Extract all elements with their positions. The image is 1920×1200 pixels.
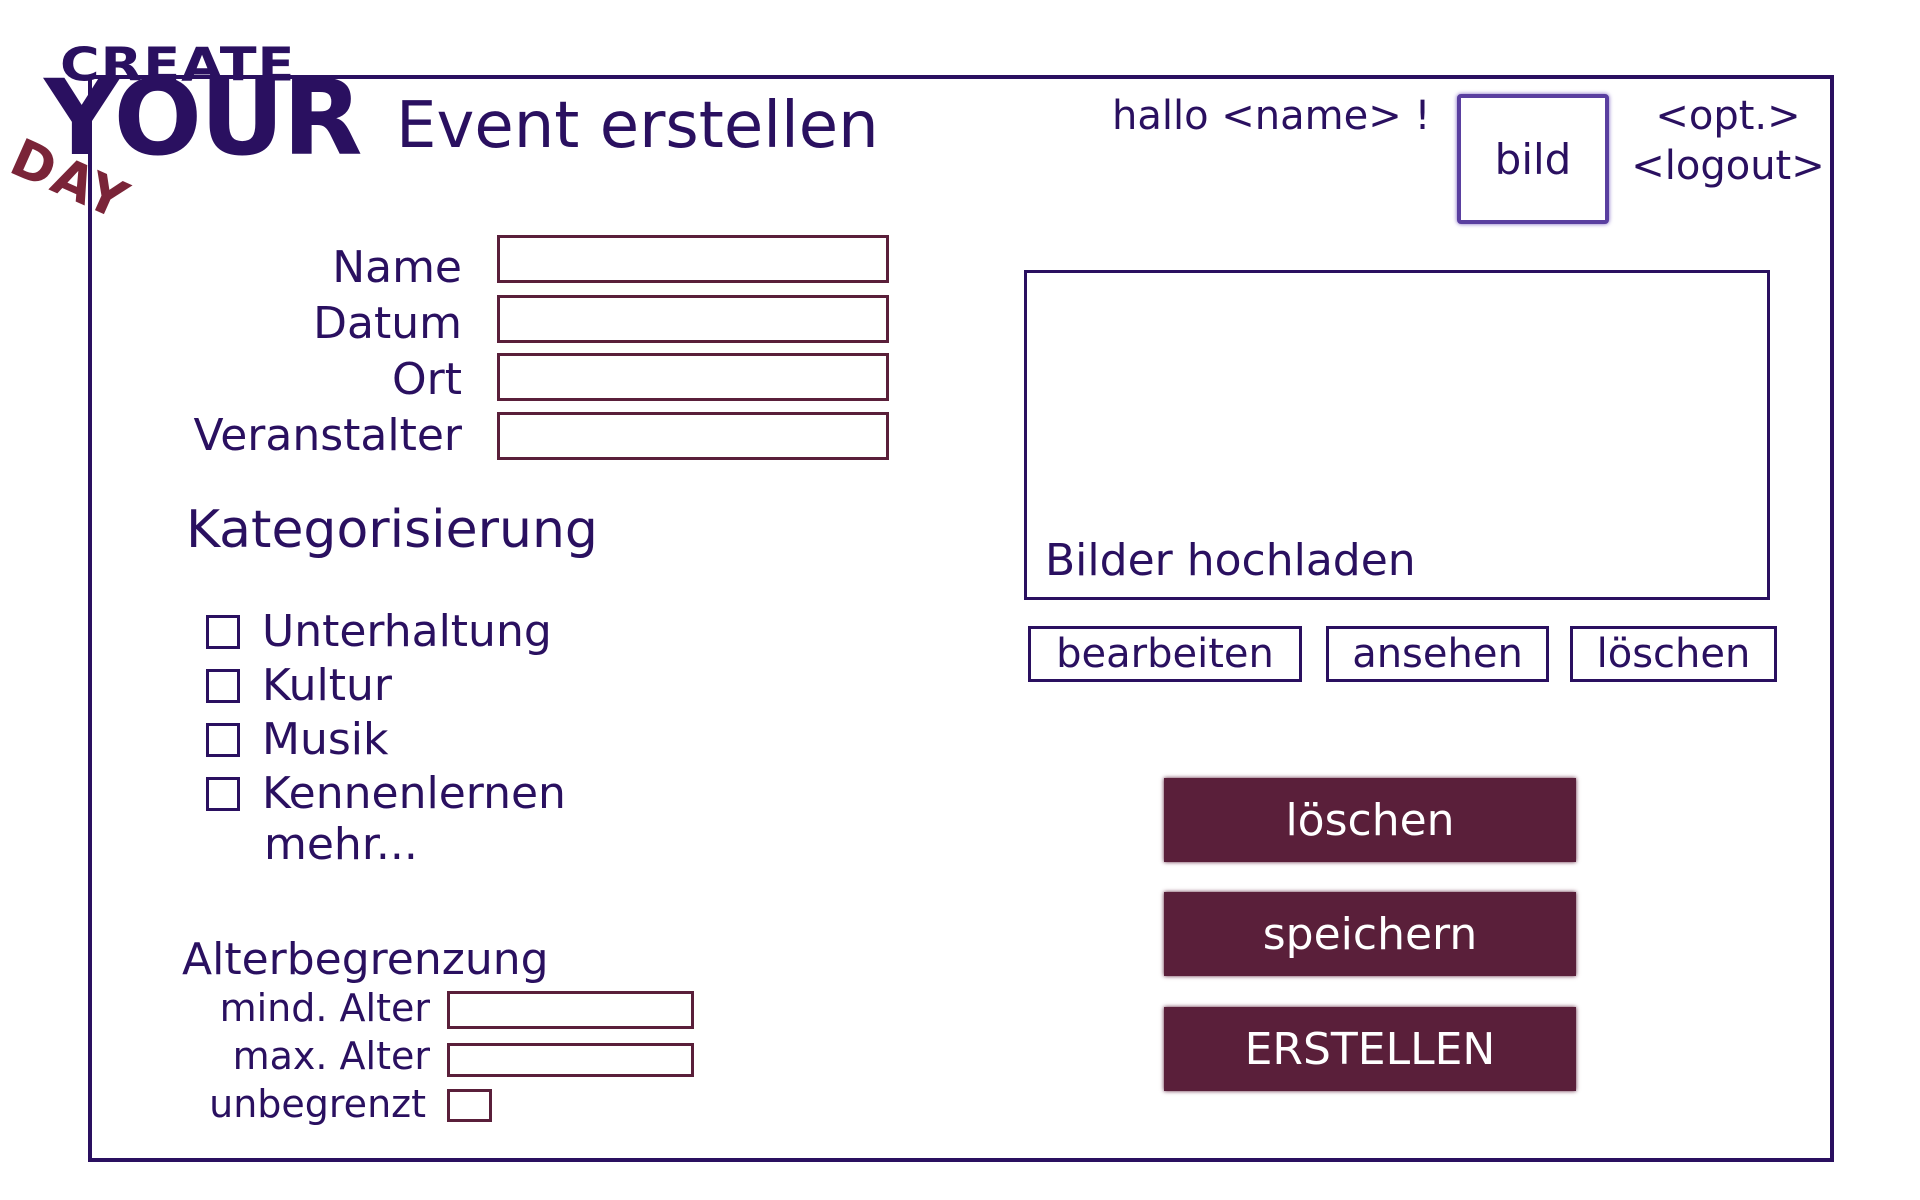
min-age-field[interactable] [447,991,694,1029]
categories-title: Kategorisierung [186,500,598,560]
logo-backdrop [104,98,414,238]
name-label: Name [332,242,462,293]
max-age-field[interactable] [447,1043,694,1077]
veranstalter-label: Veranstalter [193,410,462,461]
min-age-label: mind. Alter [219,986,430,1030]
datum-field[interactable] [497,295,889,343]
create-event-button[interactable]: ERSTELLEN [1164,1007,1576,1091]
save-event-button[interactable]: speichern [1164,892,1576,976]
edit-image-button[interactable]: bearbeiten [1028,626,1302,682]
more-categories-link[interactable]: mehr... [264,819,418,870]
image-upload-area[interactable]: Bilder hochladen [1024,270,1770,600]
category-label: Unterhaltung [262,606,552,657]
category-item-kennenlernen[interactable]: Kennenlernen [206,770,566,818]
name-field[interactable] [497,235,889,283]
save-event-label: speichern [1262,908,1478,960]
edit-image-label: bearbeiten [1056,631,1274,677]
checkbox[interactable] [206,723,240,757]
view-image-button[interactable]: ansehen [1326,626,1549,682]
delete-event-label: löschen [1285,794,1455,846]
age-limit-title: Alterbegrenzung [182,934,549,985]
checkbox[interactable] [206,777,240,811]
delete-image-label: löschen [1596,631,1751,677]
category-item-unterhaltung[interactable]: Unterhaltung [206,608,552,656]
veranstalter-field[interactable] [497,412,889,460]
ort-label: Ort [392,354,462,405]
user-greeting: hallo <name> ! [1112,93,1431,139]
logo-your-text: YOUR [44,57,363,179]
page-title: Event erstellen [396,89,879,163]
checkbox[interactable] [206,615,240,649]
create-event-label: ERSTELLEN [1244,1023,1496,1075]
avatar[interactable]: bild [1457,94,1609,224]
create-your-day-logo[interactable]: CREATE YOUR DAY [2,38,414,238]
category-item-musik[interactable]: Musik [206,716,388,764]
view-image-label: ansehen [1352,631,1523,677]
main-frame [88,75,1834,1162]
avatar-label: bild [1494,134,1572,184]
logo-create-text: CREATE [60,38,296,92]
options-link[interactable]: <opt.> [1655,93,1801,139]
ort-field[interactable] [497,353,889,401]
max-age-label: max. Alter [232,1034,430,1078]
logout-link[interactable]: <logout> [1631,143,1825,189]
unlimited-label: unbegrenzt [209,1082,426,1126]
category-label: Musik [262,714,389,765]
category-item-kultur[interactable]: Kultur [206,662,392,710]
unlimited-checkbox[interactable] [447,1089,492,1122]
delete-event-button[interactable]: löschen [1164,778,1576,862]
checkbox[interactable] [206,669,240,703]
category-label: Kennenlernen [262,768,566,819]
category-label: Kultur [262,660,393,711]
datum-label: Datum [313,298,462,349]
upload-label: Bilder hochladen [1045,535,1416,586]
delete-image-button[interactable]: löschen [1570,626,1777,682]
